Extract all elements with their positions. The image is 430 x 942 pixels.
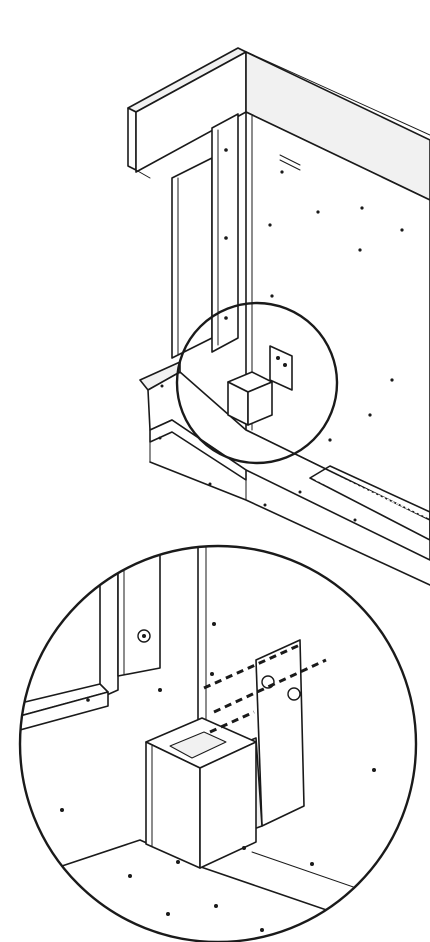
detail-view (18, 544, 418, 942)
detail-box-component (145, 717, 257, 869)
cabinet-side-wall (245, 111, 430, 521)
detail-callout-circle (175, 301, 339, 465)
top-header-box (127, 47, 430, 201)
vent-grille (309, 465, 430, 541)
cabinet-base (139, 361, 430, 586)
detail-ledge (20, 683, 109, 737)
screw-insertion-paths (203, 642, 327, 734)
detail-magnified-circle (18, 544, 418, 942)
detail-rail (99, 547, 161, 699)
vertical-rail (171, 113, 239, 359)
small-component-overview (227, 345, 293, 426)
cabinet-overview (127, 47, 430, 586)
screw-points (60, 622, 376, 932)
